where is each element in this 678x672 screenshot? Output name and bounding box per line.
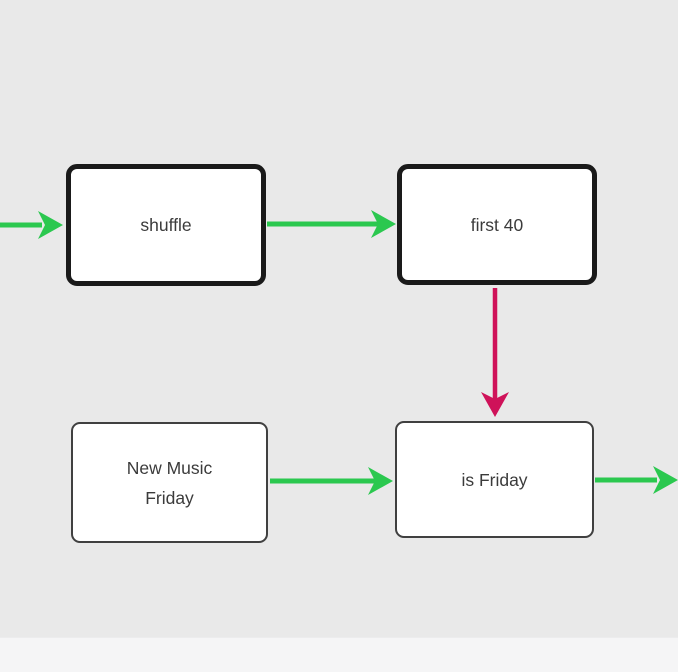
node-is-friday-label: is Friday — [461, 469, 528, 490]
edge-first-40-to-is-friday — [481, 288, 509, 417]
arrowhead-right-icon — [38, 211, 63, 239]
node-new-music-friday[interactable]: New Music Friday — [71, 422, 268, 543]
node-shuffle-label: shuffle — [140, 215, 192, 235]
node-first-40-label: first 40 — [470, 214, 524, 235]
arrowhead-down-icon — [481, 392, 509, 417]
node-is-friday[interactable]: is Friday — [395, 421, 594, 538]
edge-new-music-friday-to-is-friday — [270, 467, 393, 495]
edge-offscreen-to-shuffle — [0, 211, 63, 239]
node-first-40[interactable]: first 40 — [397, 164, 597, 285]
arrowhead-right-icon — [371, 210, 396, 238]
node-new-music-friday-label: New Music Friday — [126, 457, 213, 508]
arrowhead-right-icon — [653, 466, 678, 494]
bottom-strip — [0, 637, 678, 672]
edge-shuffle-to-first-40 — [267, 210, 396, 238]
edge-is-friday-to-offscreen — [595, 466, 678, 494]
arrowhead-right-icon — [368, 467, 393, 495]
node-shuffle[interactable]: shuffle — [66, 164, 266, 286]
